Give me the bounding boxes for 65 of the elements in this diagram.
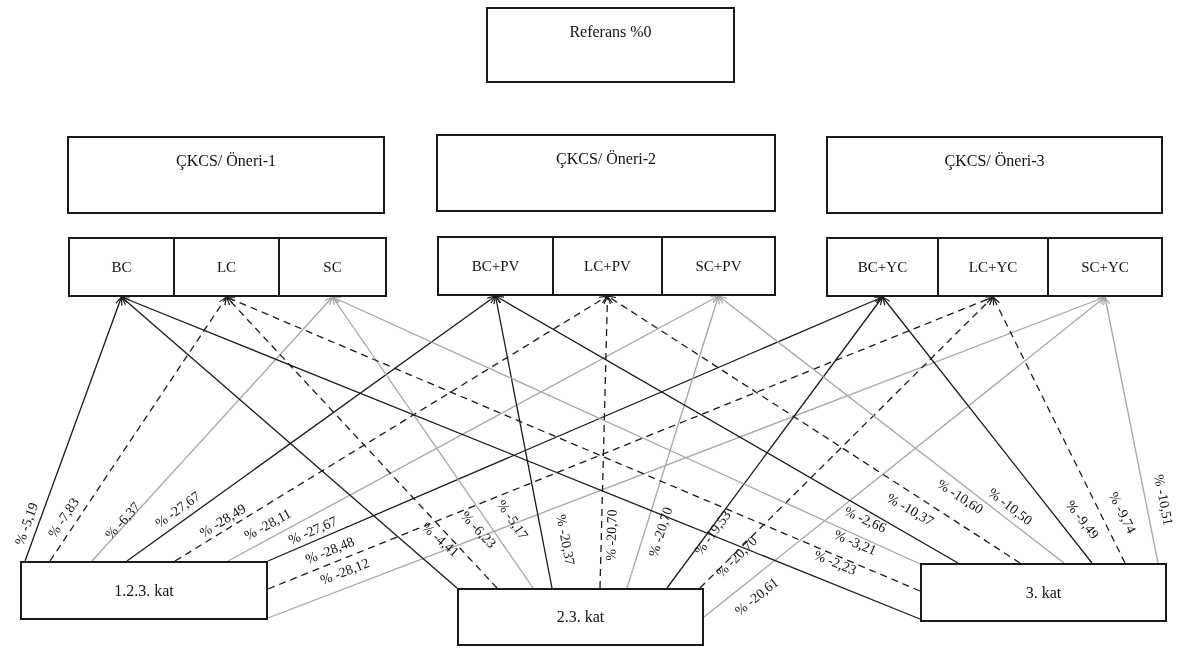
connector-arrow <box>267 296 884 562</box>
connector-arrow <box>120 296 458 589</box>
floor-box <box>920 563 1167 622</box>
component-cell <box>437 236 554 296</box>
node-label: 1.2.3. kat <box>114 581 174 600</box>
connector-arrow <box>91 296 334 562</box>
edge-label: % -10,51 <box>1151 473 1175 527</box>
floor-box <box>20 561 268 620</box>
connector-arrow <box>699 296 994 589</box>
node-label: BC+YC <box>857 258 908 276</box>
node-label: 2.3. kat <box>556 608 605 626</box>
component-cell <box>278 237 387 297</box>
connector-arrow <box>717 295 1065 564</box>
edge-label: % -10,60 <box>934 477 986 517</box>
connector-arrow <box>225 296 921 592</box>
component-cell <box>826 237 939 297</box>
proposal-box <box>67 136 385 214</box>
node-label: SC <box>323 258 342 276</box>
node-label: LC+YC <box>968 258 1018 276</box>
edge-label: % -9,74 <box>1105 490 1139 536</box>
component-cell <box>173 237 280 297</box>
edge-label: % -5,19 <box>12 500 42 548</box>
connector-arrow <box>992 296 1126 564</box>
edge-label: % -20,37 <box>553 513 577 567</box>
connector-arrow <box>493 295 553 589</box>
floor-box <box>457 588 704 646</box>
component-cell <box>552 236 663 296</box>
component-cell <box>68 237 175 297</box>
reference-box <box>486 7 735 83</box>
node-label: 3. kat <box>1025 583 1062 602</box>
node-label: BC+PV <box>471 257 520 275</box>
connector-arrow <box>126 295 497 562</box>
connector-arrow <box>881 296 1093 564</box>
node-label: LC+PV <box>584 257 631 275</box>
node-label: SC+YC <box>1081 258 1129 276</box>
connector-arrow <box>599 295 612 589</box>
connector-arrow <box>494 295 959 564</box>
node-label: LC <box>216 258 237 276</box>
node-label: ÇKCS/ Öneri-2 <box>556 150 656 168</box>
connector-arrow <box>1102 296 1159 564</box>
connector-arrow <box>227 295 720 562</box>
component-cell <box>661 236 776 296</box>
connector-arrow <box>626 295 720 589</box>
node-label: ÇKCS/ Öneri-3 <box>944 152 1045 170</box>
edge-label: % -28,12 <box>318 556 372 588</box>
connector-arrow <box>606 295 1021 564</box>
node-label: BC <box>111 258 132 276</box>
connector-arrow <box>24 296 123 562</box>
connector-arrow <box>331 296 921 565</box>
edge-label: % -20,70 <box>604 509 620 561</box>
connector-arrow <box>666 296 884 589</box>
node-label: Referans %0 <box>569 23 652 41</box>
connector-arrow <box>331 296 534 589</box>
node-label: SC+PV <box>695 257 742 275</box>
connector-arrow <box>120 296 921 620</box>
connector-arrow <box>49 296 228 562</box>
proposal-box <box>436 134 776 212</box>
component-cell <box>1047 237 1163 297</box>
connector-arrow <box>225 296 498 589</box>
connector-arrow <box>703 296 1106 618</box>
node-label: ÇKCS/ Öneri-1 <box>176 152 276 170</box>
edge-label: % -20,70 <box>646 505 676 559</box>
connector-arrow <box>174 295 609 562</box>
component-cell <box>937 237 1049 297</box>
proposal-box <box>826 136 1163 214</box>
